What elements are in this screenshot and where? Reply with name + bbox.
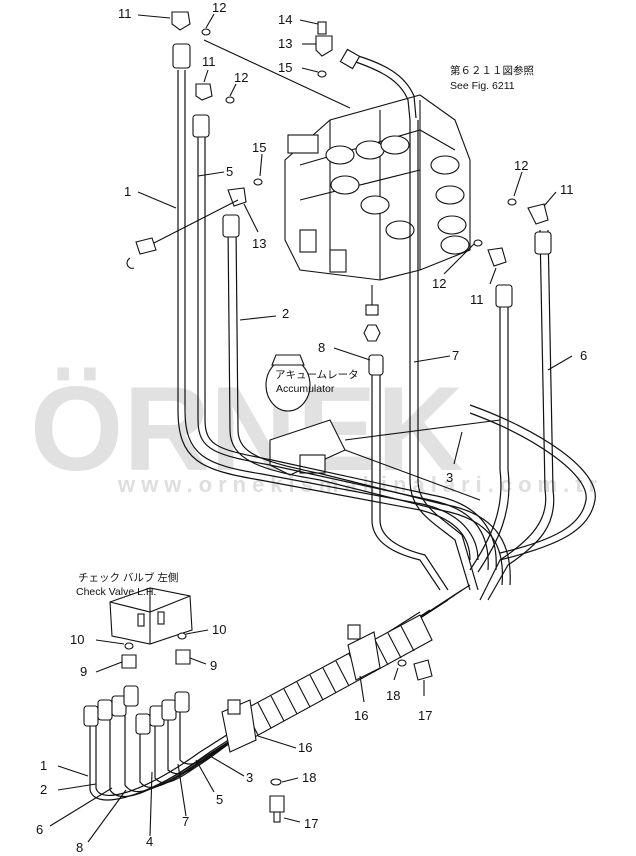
callout-6: 6 <box>36 822 43 837</box>
callout-1: 1 <box>124 184 131 199</box>
callout-10: 10 <box>212 622 226 637</box>
callout-7: 7 <box>182 814 189 829</box>
callout-16: 16 <box>298 740 312 755</box>
callout-11: 11 <box>560 182 574 197</box>
callout-5: 5 <box>226 164 233 179</box>
callout-numbers: 11 12 14 13 15 11 12 15 5 1 13 12 11 12 … <box>36 0 587 855</box>
check-valve-label-en: Check Valve L.H. <box>76 586 156 598</box>
hose-bundle-bottom <box>89 584 471 801</box>
callout-17: 17 <box>418 708 432 723</box>
callout-13: 13 <box>252 236 266 251</box>
callout-1: 1 <box>40 758 47 773</box>
callout-15: 15 <box>278 60 292 75</box>
control-valve <box>284 94 471 342</box>
check-valve-label-jp: チェック バルブ 左側 <box>78 571 178 584</box>
callout-11: 11 <box>470 292 484 307</box>
callout-8: 8 <box>76 840 83 855</box>
callout-12: 12 <box>432 276 446 291</box>
check-valve <box>109 587 193 669</box>
accumulator-label-en: Accumulator <box>276 383 335 395</box>
callout-11: 11 <box>202 54 216 69</box>
callout-12: 12 <box>212 0 226 15</box>
hose-bundle-top <box>177 70 596 601</box>
callout-7: 7 <box>452 348 459 363</box>
callout-5: 5 <box>216 792 223 807</box>
callout-15: 15 <box>252 140 266 155</box>
callout-3: 3 <box>446 470 453 485</box>
callout-9: 9 <box>210 658 217 673</box>
callout-11: 11 <box>118 6 132 21</box>
callout-10: 10 <box>70 632 84 647</box>
callout-2: 2 <box>40 782 47 797</box>
callout-9: 9 <box>80 664 87 679</box>
callout-18: 18 <box>386 688 400 703</box>
see-fig-note-jp: 第６２１１図参照 <box>450 64 534 77</box>
fittings-top <box>126 11 552 376</box>
callout-8: 8 <box>318 340 325 355</box>
callout-12: 12 <box>234 70 248 85</box>
watermark-main: ÖRNEK <box>30 362 463 496</box>
callout-2: 2 <box>282 306 289 321</box>
return-pipe <box>349 59 411 121</box>
callout-6: 6 <box>580 348 587 363</box>
leader-lines <box>49 13 573 843</box>
callout-17: 17 <box>304 816 318 831</box>
annotation-notes: 第６２１１図参照 See Fig. 6211 アキュームレータ Accumula… <box>76 64 534 598</box>
accumulator-label-jp: アキュームレータ <box>275 369 359 381</box>
see-fig-note-en: See Fig. 6211 <box>450 80 515 92</box>
callout-12: 12 <box>514 158 528 173</box>
accumulator <box>265 354 501 501</box>
callout-18: 18 <box>302 770 316 785</box>
callout-13: 13 <box>278 36 292 51</box>
callout-16: 16 <box>354 708 368 723</box>
fittings-bottom <box>83 659 433 823</box>
callout-4: 4 <box>146 834 153 849</box>
callout-14: 14 <box>278 12 292 27</box>
callout-3: 3 <box>246 770 253 785</box>
